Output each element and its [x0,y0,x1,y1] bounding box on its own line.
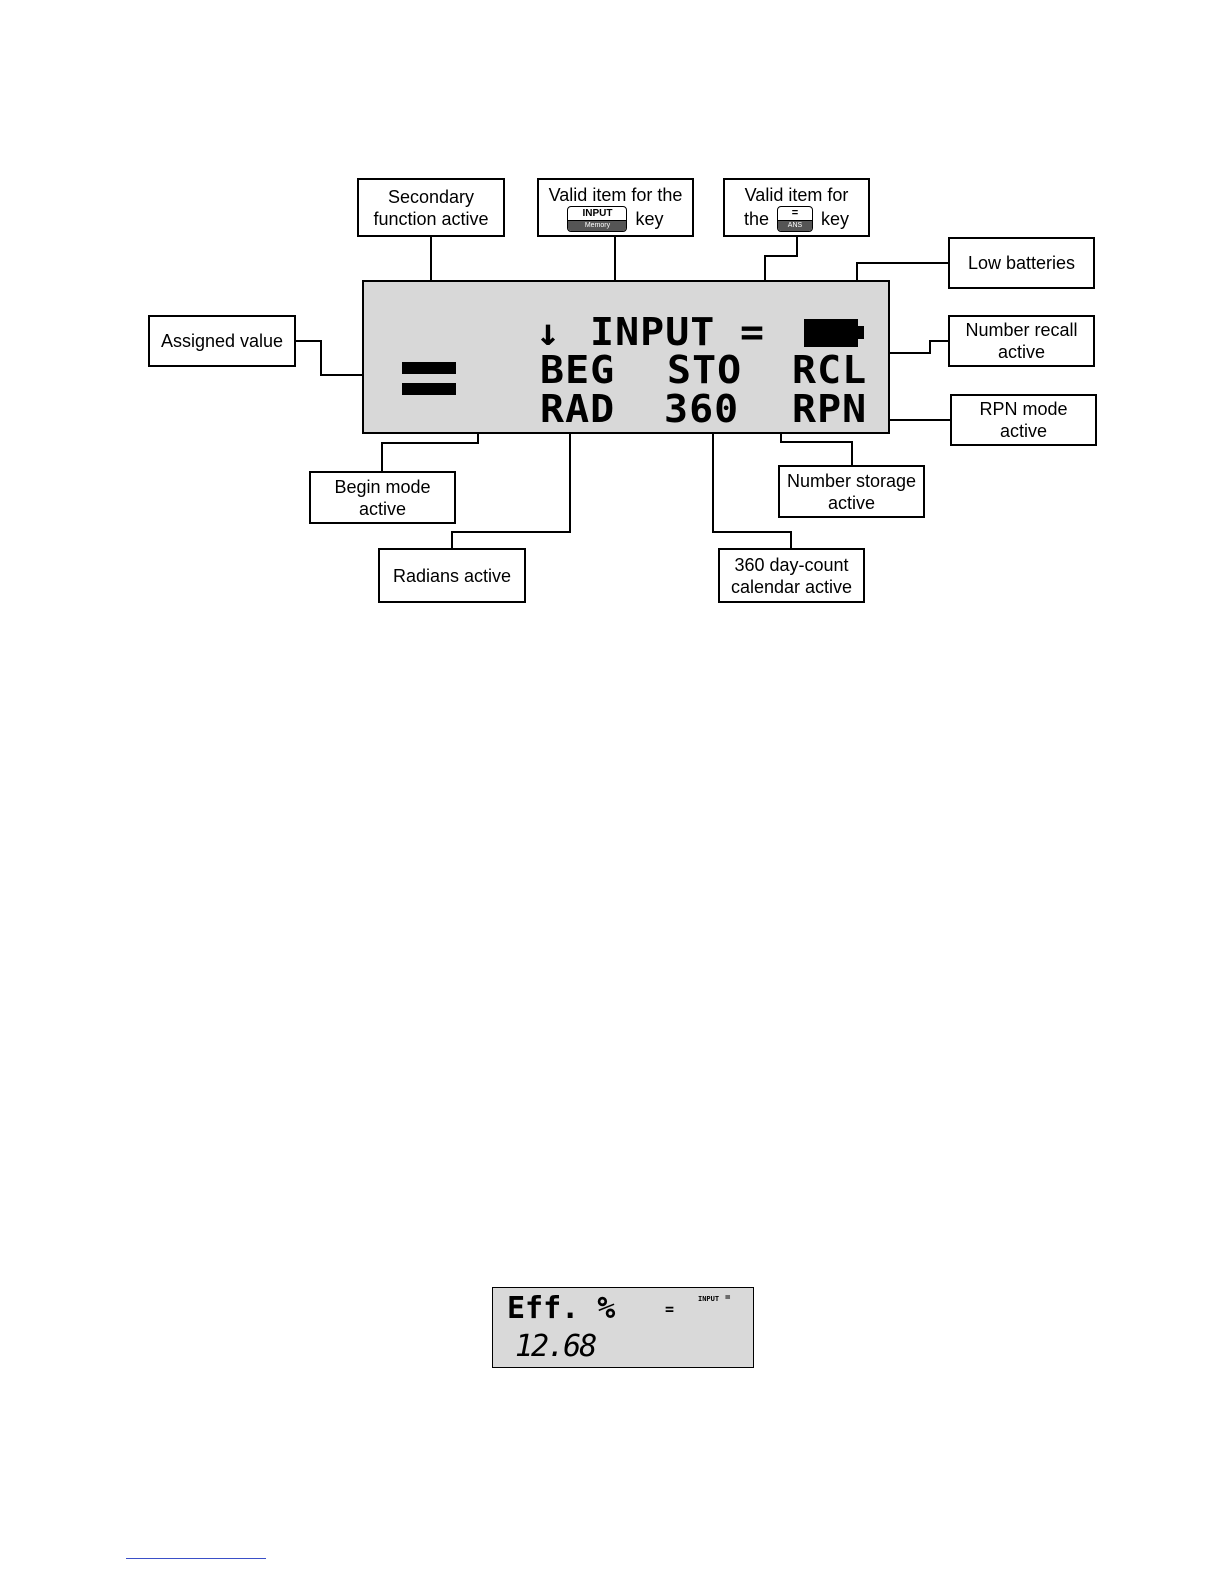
recall-indicator: RCL [792,350,867,390]
equals-indicator: = [665,1300,674,1318]
day-count-360-indicator: 360 [664,389,739,429]
storage-indicator: STO [667,350,742,390]
key-bottom-label: ANS [778,221,812,231]
callout-radians: Radians active [378,548,526,603]
callout-text: calendar active [731,576,852,598]
equals-indicator: = [740,312,765,352]
footnote-separator [126,1558,266,1559]
calculator-display: ↓ INPUT = BEG STO RCL RAD 360 RPN [362,280,890,434]
callout-text: Radians active [393,565,511,587]
callout-text: 360 day-count [734,554,848,576]
callout-text: Assigned value [161,330,283,352]
callout-text: Secondary [388,186,474,208]
display-value: 12.68 [515,1330,595,1364]
callout-text: active [998,341,1045,363]
callout-text: active [359,498,406,520]
input-indicator: INPUT [698,1295,719,1303]
callout-number-recall: Number recall active [948,315,1095,367]
rpn-indicator: RPN [792,389,867,429]
equals-ans-key-icon: = ANS [777,206,813,232]
callout-text: key [635,208,663,230]
callout-number-storage: Number storage active [778,465,925,518]
callout-text: Valid item for the [549,184,683,206]
callout-low-batteries: Low batteries [948,237,1095,289]
key-bottom-label: Memory [568,221,626,231]
battery-icon [804,319,864,347]
callout-text: key [821,208,849,230]
callout-text: Valid item for [745,184,849,206]
callout-text: function active [373,208,488,230]
key-top-label: INPUT [568,207,626,221]
callout-valid-equals-key: Valid item for the = ANS key [723,178,870,237]
input-indicator: INPUT [590,312,715,352]
connector-radians [452,422,570,548]
radians-indicator: RAD [540,389,615,429]
callout-text: Number recall [965,319,1077,341]
callout-secondary-function: Secondary function active [357,178,505,237]
assigned-value-indicator [402,362,456,396]
secondary-function-indicator: ↓ [536,312,561,352]
callout-rpn-mode: RPN mode active [950,394,1097,446]
callout-begin-mode: Begin mode active [309,471,456,524]
callout-text: Low batteries [968,252,1075,274]
callout-valid-input-key: Valid item for the INPUT Memory key [537,178,694,237]
input-memory-key-icon: INPUT Memory [567,206,627,232]
callout-360-calendar: 360 day-count calendar active [718,548,865,603]
display-label: Eff. % [507,1292,615,1326]
callout-assigned-value: Assigned value [148,315,296,367]
callout-text: active [828,492,875,514]
input-equals-indicator: = [725,1293,730,1303]
example-display: Eff. % = INPUT = 12.68 [492,1287,754,1368]
callout-text: Begin mode [334,476,430,498]
callout-text: the [744,208,769,230]
begin-mode-indicator: BEG [540,350,615,390]
callout-text: active [1000,420,1047,442]
callout-text: Number storage [787,470,916,492]
key-top-label: = [778,207,812,221]
callout-text: RPN mode [979,398,1067,420]
